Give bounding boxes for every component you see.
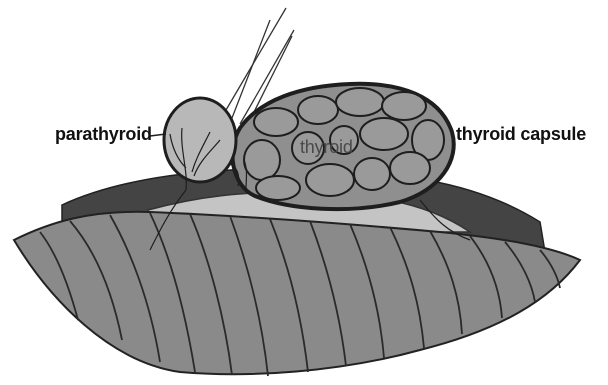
follicle	[298, 96, 338, 124]
follicle	[306, 164, 354, 196]
follicle	[254, 108, 298, 136]
thread-line	[232, 20, 270, 118]
follicle	[390, 152, 430, 184]
follicle	[382, 92, 426, 120]
follicle	[354, 158, 390, 190]
thyroid-capsule-label: thyroid capsule	[456, 124, 586, 145]
parathyroid-gland	[164, 98, 236, 182]
follicle	[336, 88, 384, 116]
follicle	[360, 118, 408, 150]
parathyroid-label: parathyroid	[55, 124, 152, 145]
follicle	[244, 140, 280, 180]
follicle	[256, 176, 300, 200]
thyroid-label: thyroid	[300, 137, 353, 158]
